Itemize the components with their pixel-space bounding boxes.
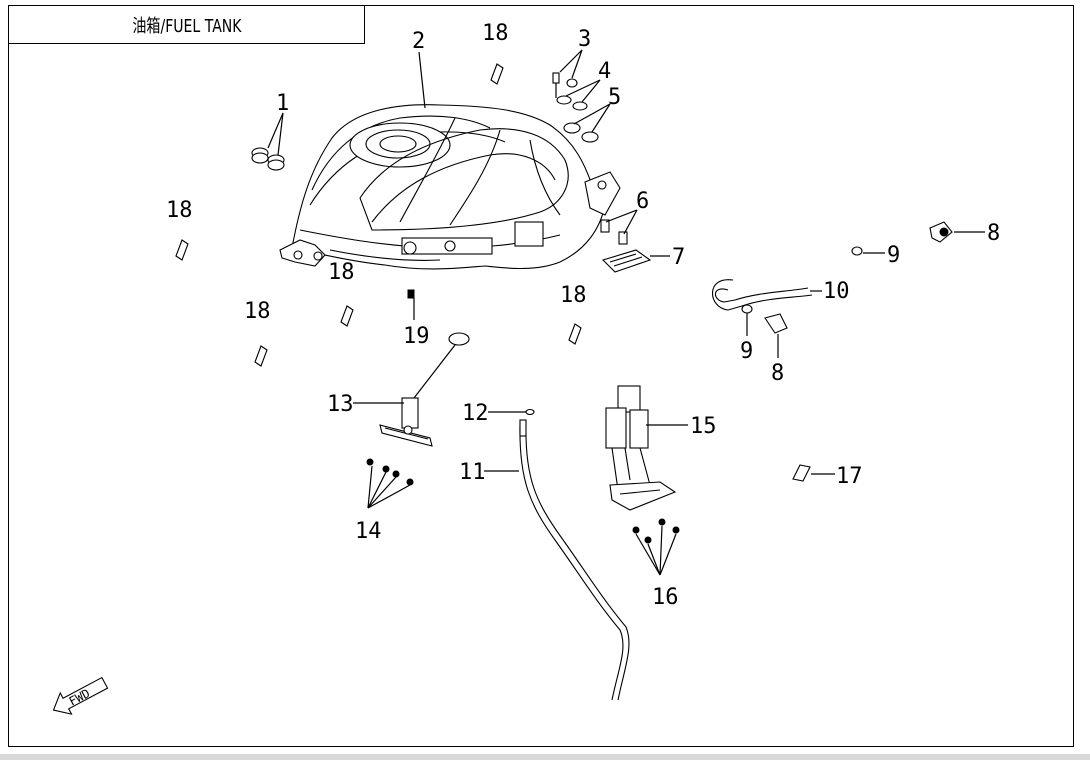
callout-5: 5 (608, 85, 621, 110)
callout-18-left: 18 (166, 198, 193, 223)
callout-11: 11 (459, 460, 486, 485)
callout-10: 10 (823, 279, 850, 304)
callout-15: 15 (690, 414, 717, 439)
callout-1: 1 (276, 91, 289, 116)
clip-part (407, 289, 415, 299)
callout-13: 13 (327, 392, 354, 417)
callout-19: 19 (403, 324, 430, 349)
fuel-sender-part (379, 332, 470, 447)
breather-hose-part (712, 279, 813, 311)
leader-lines (267, 49, 985, 576)
callout-9-right: 9 (887, 243, 900, 268)
diagram-frame (8, 5, 1074, 747)
callout-7: 7 (672, 245, 685, 270)
fitting-parts (741, 221, 953, 334)
callout-16: 16 (652, 585, 679, 610)
pump-bolt-parts (632, 518, 680, 544)
callout-3: 3 (578, 27, 591, 52)
collar-parts (600, 219, 628, 245)
callout-6: 6 (636, 189, 649, 214)
callout-9-lower: 9 (740, 339, 753, 364)
hose-clamp-part (525, 408, 535, 416)
fuel-pump-part (605, 385, 677, 511)
fuel-hose-part (519, 419, 630, 701)
callout-18-top: 18 (482, 21, 509, 46)
callout-2: 2 (412, 29, 425, 54)
callout-18-right: 18 (560, 283, 587, 308)
callout-18-center: 18 (328, 260, 355, 285)
sender-nut-parts (366, 458, 414, 486)
title-box: 油箱/FUEL TANK (8, 5, 365, 44)
label-part (792, 464, 811, 482)
callout-17: 17 (836, 464, 863, 489)
page-title: 油箱/FUEL TANK (131, 15, 242, 37)
callout-12: 12 (462, 401, 489, 426)
callout-4: 4 (598, 59, 611, 84)
fuel-tank-part (279, 104, 621, 270)
adhesive-pad-parts (175, 63, 582, 367)
callout-8-right: 8 (987, 221, 1000, 246)
callout-8-lower: 8 (771, 361, 784, 386)
callout-14: 14 (355, 519, 382, 544)
fwd-arrow-icon: FWD (52, 676, 109, 715)
callout-labels: 1 2 3 4 5 6 7 8 8 9 9 10 11 12 13 14 15 … (166, 21, 1000, 610)
bottom-scroll-bar (0, 754, 1090, 760)
bolt-washer-rubber-parts (552, 72, 599, 143)
rubber-pad-part (601, 249, 652, 273)
grommet-parts (251, 147, 285, 171)
callout-18-lower-left: 18 (244, 299, 271, 324)
